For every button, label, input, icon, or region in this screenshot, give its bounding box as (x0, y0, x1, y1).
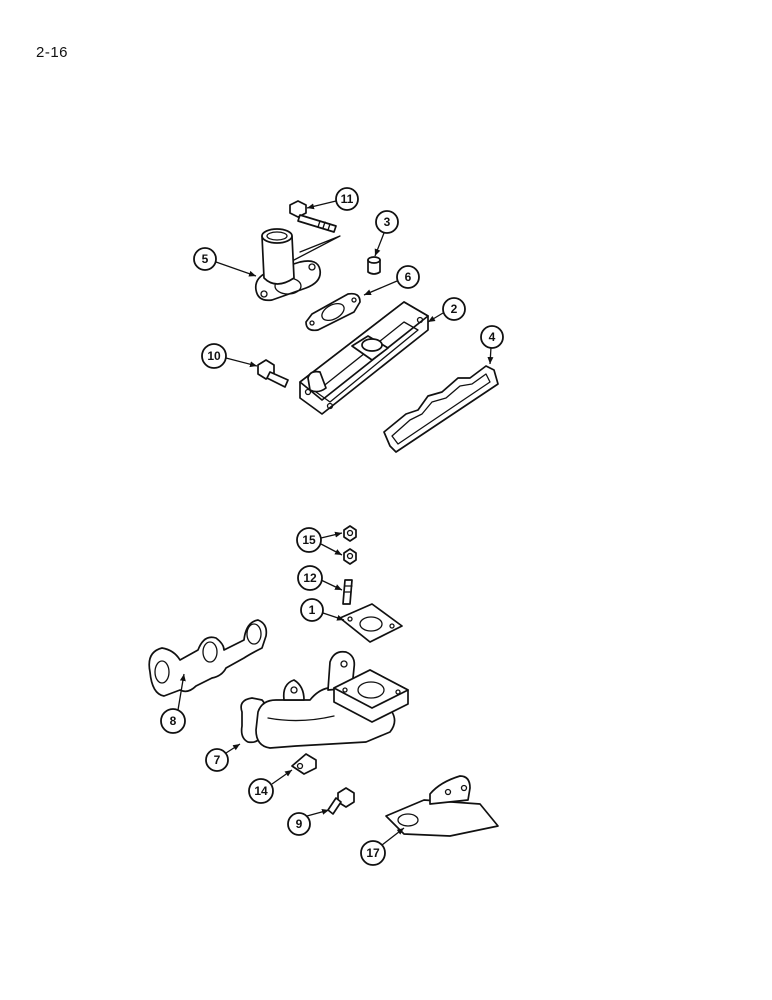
part-7-exhaust-manifold (240, 650, 409, 749)
part-15-nuts (343, 525, 357, 565)
svg-text:2: 2 (451, 302, 458, 316)
callout-1: 1 (300, 598, 345, 622)
svg-text:6: 6 (405, 270, 412, 284)
part-4-gasket (383, 365, 499, 453)
svg-text:17: 17 (366, 846, 380, 860)
part-12-stud (342, 579, 353, 605)
page-number: 2-16 (36, 44, 69, 61)
svg-text:10: 10 (207, 349, 221, 363)
svg-text:7: 7 (214, 753, 221, 767)
part-2-manifold (299, 301, 429, 415)
svg-text:14: 14 (254, 784, 268, 798)
callout-7: 7 (205, 743, 241, 772)
callout-17: 17 (360, 827, 405, 866)
callout-14: 14 (248, 769, 293, 804)
part-10-bolt (257, 359, 289, 388)
callout-2: 2 (427, 297, 466, 323)
part-11-bolt (289, 200, 337, 233)
svg-text:11: 11 (341, 192, 354, 206)
part-6-gasket (305, 292, 361, 332)
part-1-gasket (339, 603, 403, 643)
callout-8: 8 (160, 673, 186, 734)
svg-text:4: 4 (489, 330, 496, 344)
part-3-plug (367, 256, 381, 275)
callout-11: 11 (306, 187, 359, 211)
svg-text:8: 8 (170, 714, 177, 728)
callout-5: 5 (193, 247, 257, 277)
svg-text:3: 3 (384, 215, 391, 229)
svg-text:5: 5 (202, 252, 209, 266)
part-8-exhaust-gasket (148, 619, 268, 697)
svg-text:12: 12 (303, 571, 317, 585)
callout-12: 12 (297, 565, 343, 591)
part-5-water-outlet (254, 228, 341, 302)
svg-text:9: 9 (296, 817, 303, 831)
callout-15: 15 (296, 527, 343, 556)
part-17-heat-shield (385, 775, 499, 837)
callout-10: 10 (201, 343, 258, 369)
svg-text:15: 15 (302, 533, 316, 547)
part-14-bracket (291, 753, 317, 775)
callout-4: 4 (480, 325, 504, 365)
callout-3: 3 (374, 210, 399, 257)
callout-6: 6 (363, 265, 420, 296)
callout-9: 9 (287, 808, 330, 836)
part-9-bolt (327, 787, 355, 815)
svg-text:1: 1 (309, 603, 316, 617)
